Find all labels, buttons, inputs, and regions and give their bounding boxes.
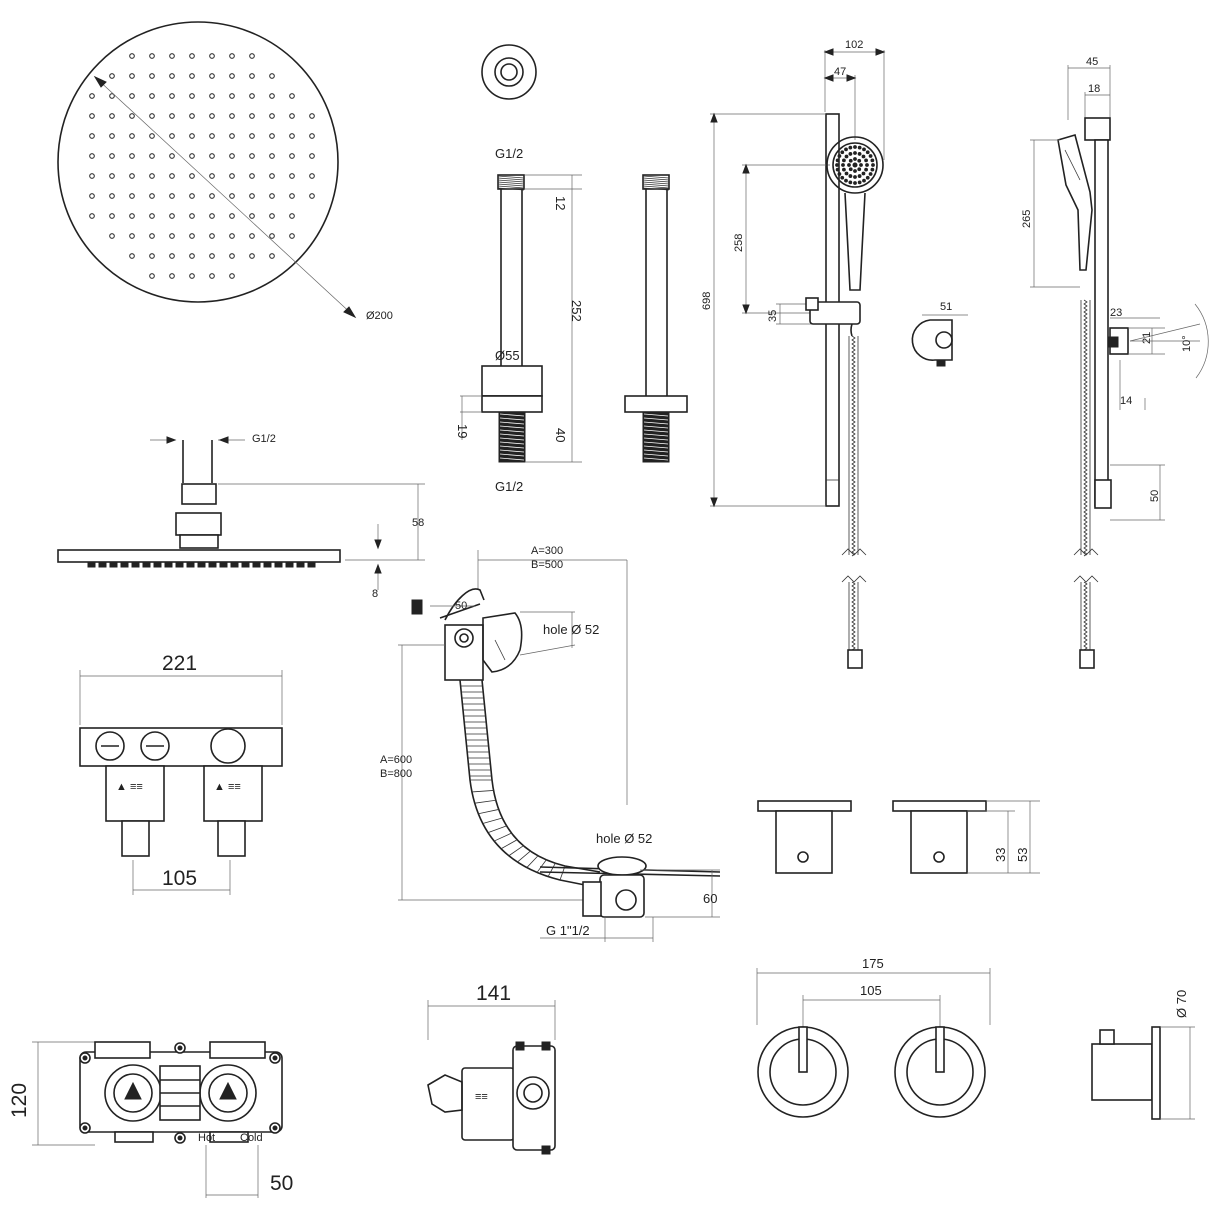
bracket-height-label: 35 [767, 310, 779, 322]
valve-hot-label: Hot [198, 1132, 215, 1144]
svg-text:▲ ≡≡: ▲ ≡≡ [214, 781, 241, 793]
control-body-depth-label: 33 [993, 848, 1008, 862]
arm-top-thread-length: 12 [553, 196, 568, 210]
valve-mounting-lugs [79, 1042, 281, 1144]
handset-length-label: 265 [1021, 210, 1033, 228]
handset-spray-holes [835, 145, 875, 185]
waste-depth-label: 60 [703, 891, 717, 906]
bath-vertical-b: B=800 [380, 768, 412, 780]
arm-bottom-thread [499, 413, 525, 461]
head-diameter-label: Ø200 [366, 310, 393, 322]
arm2-top-thread [642, 175, 670, 191]
control-handles-side-view: 33 53 [757, 800, 1040, 874]
bath-vertical-a: A=600 [380, 754, 412, 766]
arm-top-thread [497, 175, 525, 191]
control-plates-front-view: 175 105 [756, 956, 991, 1118]
arm-top-thread-label: G1/2 [495, 146, 523, 161]
slide-rail-front-view: 102 47 698 258 35 [701, 39, 886, 669]
bath-horizontal-b: B=500 [531, 559, 563, 571]
outlet-width-label: 51 [940, 301, 952, 313]
slide-rail-side-view: 45 18 265 50 [1021, 56, 1165, 669]
shower-nozzles [89, 53, 315, 279]
concealed-valve-front-view: 120 Hot Cold 50 [8, 1041, 293, 1198]
waste-hole-label: hole Ø 52 [596, 831, 652, 846]
outlet-depth-label: 23 [1110, 307, 1122, 319]
shower-head-nozzle-teeth [87, 561, 316, 568]
flange-diameter-label: Ø55 [495, 348, 520, 363]
valve-height-label: 120 [8, 1083, 31, 1118]
ceiling-flange-top-view [481, 44, 537, 100]
overhead-shower-side-view: G1/2 58 8 [57, 433, 425, 600]
twin-valve-centres-label: 105 [162, 867, 197, 890]
arm2-bottom-thread [643, 413, 669, 461]
overflow-hole-label: hole Ø 52 [543, 622, 599, 637]
waste-outlet-thread: G 1"1/2 [546, 923, 590, 938]
overflow-offset-label: 50 [455, 600, 467, 612]
arm-length-label: 252 [569, 300, 584, 322]
wall-outlet: 51 23 21 14 10° [911, 301, 1209, 410]
side-plate-thickness-label: 8 [372, 588, 378, 600]
bath-filler: A=300 B=500 50 hole Ø 52 A=600 B=800 hol… [380, 545, 721, 942]
bath-waste-hose [459, 679, 601, 886]
side-height-label: 58 [412, 517, 424, 529]
outlet-angle-label: 10° [1181, 335, 1193, 352]
rail-offset-label: 47 [834, 66, 846, 78]
handset-height-label: 258 [733, 234, 745, 252]
rail-width-label: 102 [845, 39, 863, 51]
shower-hose [841, 335, 867, 651]
control-plate-side-view: Ø 70 [1091, 990, 1195, 1120]
overhead-shower-top-view: Ø200 [57, 21, 393, 322]
bath-horizontal-a: A=300 [531, 545, 563, 557]
flange-depth-label: 19 [455, 424, 470, 438]
rail-depth-label: 45 [1086, 56, 1098, 68]
ceiling-arm-plain [624, 174, 688, 463]
shower-hose-side [1073, 299, 1099, 651]
control-total-depth-label: 53 [1015, 848, 1030, 862]
plate-diameter-label: Ø 70 [1174, 990, 1189, 1018]
concealed-valve-side-view: 141 ≡≡ [427, 982, 556, 1155]
arm-bottom-thread-length: 40 [553, 428, 568, 442]
valve-cold-label: Cold [240, 1132, 263, 1144]
valve-depth-label: 141 [476, 982, 511, 1005]
twin-valve-top-view: 221 ▲ ≡≡ ▲ ≡≡ 105 [79, 652, 283, 895]
svg-text:≡≡: ≡≡ [475, 1091, 488, 1103]
rail-bracket-depth-label: 18 [1088, 83, 1100, 95]
side-inlet-label: G1/2 [252, 433, 276, 445]
shower-head-disc [57, 21, 339, 303]
arm-bottom-thread-label: G1/2 [495, 479, 523, 494]
ceiling-arm-dimensioned: G1/2 12 252 Ø55 19 40 G1/2 [455, 146, 584, 494]
svg-text:▲ ≡≡: ▲ ≡≡ [116, 781, 143, 793]
plates-centres-label: 105 [860, 983, 882, 998]
outlet-projection-label: 14 [1120, 395, 1132, 407]
rail-length-label: 698 [701, 292, 713, 310]
plates-total-width-label: 175 [862, 956, 884, 971]
twin-valve-width-label: 221 [162, 652, 197, 675]
valve-outlet-spacing-label: 50 [270, 1172, 293, 1195]
bottom-bracket-label: 50 [1149, 490, 1161, 502]
